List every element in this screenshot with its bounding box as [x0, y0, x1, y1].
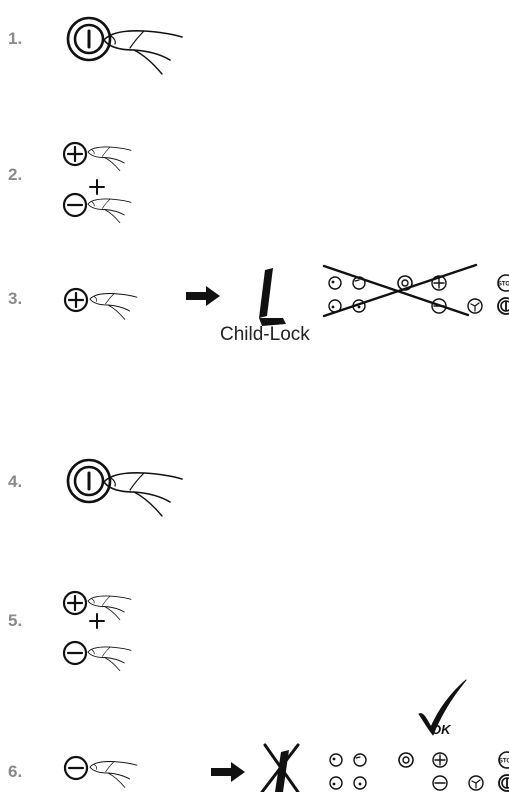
- child-lock-display-L: [259, 268, 286, 326]
- step-4-power-button: [66, 458, 183, 517]
- child-lock-label: Child-Lock: [220, 324, 310, 345]
- step-5-number: 5.: [8, 611, 23, 630]
- checkmark-icon: [418, 679, 467, 736]
- display-cancelled-icon: [260, 743, 300, 792]
- step-3-plus-button: [63, 287, 138, 320]
- step-3-arrow-icon: [185, 285, 221, 307]
- step-2-plus-minus-buttons: [62, 141, 132, 224]
- step-5-plus-minus-buttons: [62, 590, 132, 672]
- step-4-number: 4.: [8, 472, 23, 491]
- step-6-control-panel-unlocked: [329, 751, 509, 792]
- step-2-number: 2.: [8, 165, 23, 184]
- step-1-number: 1.: [8, 29, 23, 48]
- step-6-number: 6.: [8, 762, 23, 781]
- step-3-control-panel-locked: [322, 263, 509, 318]
- step-1-power-button: [66, 16, 183, 75]
- step-6-minus-button: [63, 755, 138, 788]
- step-3-number: 3.: [8, 289, 23, 308]
- step-6-arrow-icon: [210, 761, 246, 783]
